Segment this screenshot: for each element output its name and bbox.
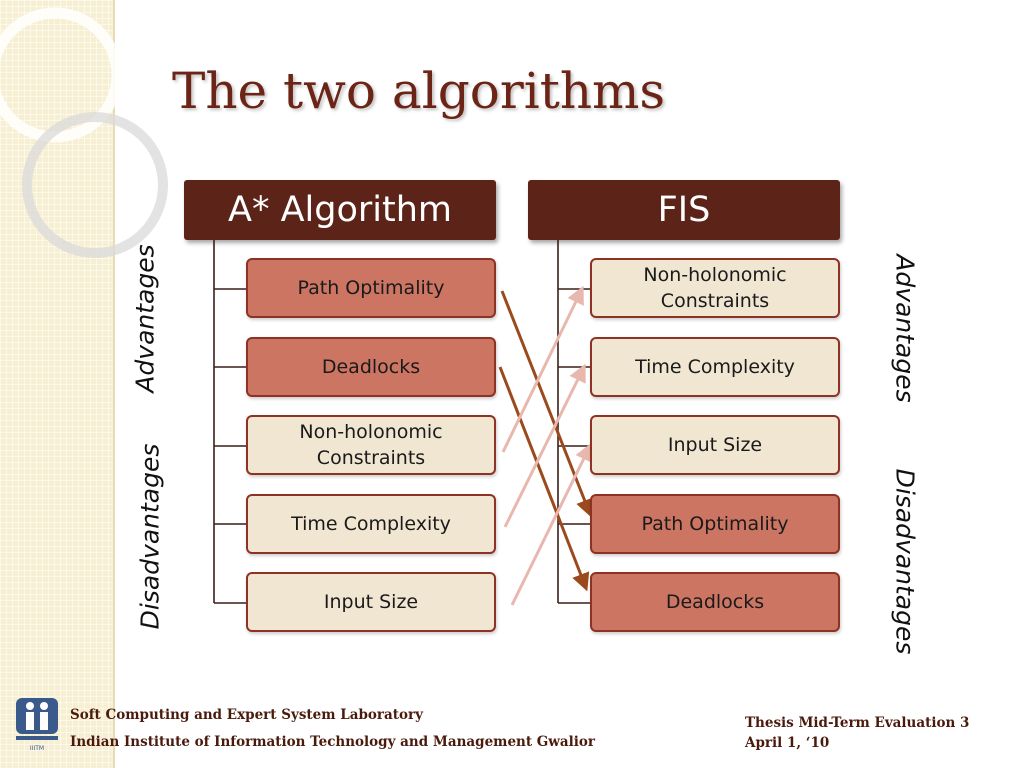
box-label: Deadlocks (665, 591, 765, 613)
fis-item-non-holonomic: Non-holonomic Constraints (590, 258, 840, 318)
box-label: Path Optimality (297, 277, 445, 299)
right-advantages-label: Advantages (890, 254, 920, 403)
decorative-rings (0, 7, 168, 258)
astar-item-non-holonomic: Non-holonomic Constraints (246, 415, 496, 475)
astar-item-path-optimality: Path Optimality (246, 258, 496, 318)
slide-title: The two algorithms (172, 62, 666, 120)
astar-item-deadlocks: Deadlocks (246, 337, 496, 397)
box-label: Deadlocks (321, 356, 421, 378)
arrow-deadlocks (498, 366, 590, 592)
footer-event: Thesis Mid-Term Evaluation 3 (745, 715, 970, 731)
footer-institute: Indian Institute of Information Technolo… (70, 734, 596, 750)
right-disadvantages-label: Disadvantages (890, 468, 920, 655)
fis-item-input-size: Input Size (590, 415, 840, 475)
astar-item-time-complexity: Time Complexity (246, 494, 496, 554)
arrows (498, 285, 594, 606)
arrow-input-size (510, 442, 592, 606)
iiitm-logo-icon: IIITM (16, 698, 58, 752)
footer-date: April 1, ‘10 (745, 735, 830, 751)
box-label: Time Complexity (635, 356, 795, 378)
left-tree-lines (213, 240, 247, 604)
left-advantages-label: Advantages (130, 244, 160, 393)
column-header-label: A* Algorithm (228, 190, 452, 230)
fis-item-path-optimality: Path Optimality (590, 494, 840, 554)
box-label: Time Complexity (291, 513, 451, 535)
box-label: Input Size (667, 434, 763, 456)
strip-edge-line (113, 0, 115, 768)
astar-item-input-size: Input Size (246, 572, 496, 632)
box-label: Non-holonomic Constraints (299, 421, 443, 469)
logo-caption: IIITM (30, 745, 44, 752)
column-header-label: FIS (657, 190, 711, 230)
fis-item-time-complexity: Time Complexity (590, 337, 840, 397)
box-label: Non-holonomic Constraints (643, 264, 787, 312)
box-label: Input Size (323, 591, 419, 613)
box-label: Path Optimality (641, 513, 789, 535)
right-tree-lines (557, 240, 591, 604)
column-header-astar: A* Algorithm (184, 180, 496, 240)
arrow-non-holonomic (501, 285, 584, 453)
fis-item-deadlocks: Deadlocks (590, 572, 840, 632)
left-disadvantages-label: Disadvantages (135, 443, 165, 630)
arrow-time-complexity (503, 363, 586, 528)
column-header-fis: FIS (528, 180, 840, 240)
footer-lab: Soft Computing and Expert System Laborat… (70, 707, 423, 723)
